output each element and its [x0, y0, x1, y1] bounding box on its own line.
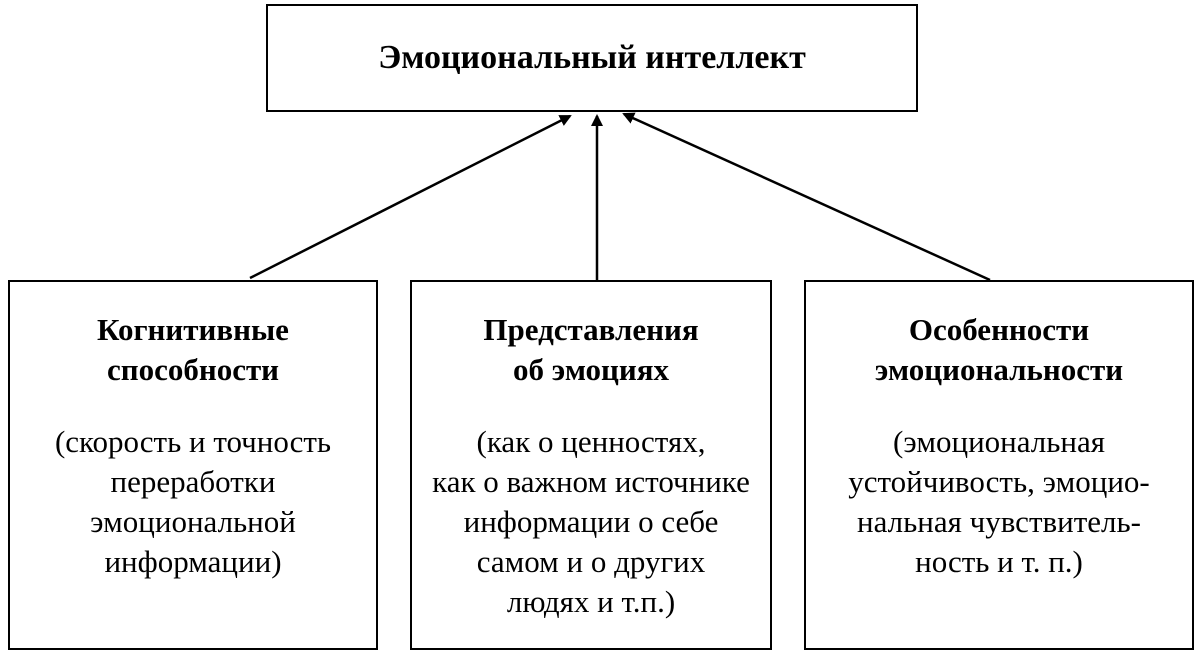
component-box-representations: Представления об эмоциях (как о ценностя…: [410, 280, 772, 650]
component-desc-line: людях и т.п.): [506, 584, 676, 619]
component-desc-line: информации о себе: [463, 504, 719, 539]
component-title: Особенности эмоциональности: [806, 310, 1192, 390]
component-description: (как о ценностях, как о важном источнике…: [412, 422, 770, 622]
component-desc-line: устойчивость, эмоцио-: [848, 464, 1150, 499]
arrow-left-to-root: [249, 114, 572, 280]
component-desc-line: как о важном источнике: [432, 464, 750, 499]
component-title-line: эмоциональности: [874, 352, 1124, 387]
component-box-cognitive: Когнитивные способности (скорость и точн…: [8, 280, 378, 650]
component-desc-line: (эмоциональная: [893, 424, 1105, 459]
root-node-title: Эмоциональный интеллект: [378, 39, 806, 76]
arrow-right-to-root: [622, 112, 991, 282]
root-node-box: Эмоциональный интеллект: [266, 4, 918, 112]
component-desc-line: (как о ценностях,: [476, 424, 706, 459]
component-title: Когнитивные способности: [10, 310, 376, 390]
component-title: Представления об эмоциях: [412, 310, 770, 390]
component-title-line: об эмоциях: [512, 352, 670, 387]
component-box-emotionality: Особенности эмоциональности (эмоциональн…: [804, 280, 1194, 650]
component-title-line: способности: [106, 352, 280, 387]
component-desc-line: эмоциональной: [90, 504, 296, 539]
component-desc-line: ность и т. п.): [915, 544, 1083, 579]
component-title-line: Когнитивные: [97, 312, 289, 347]
component-title-line: Особенности: [908, 312, 1090, 347]
component-title-line: Представления: [483, 312, 699, 347]
component-desc-line: информации): [104, 544, 282, 579]
component-description: (скорость и точность переработки эмоцион…: [10, 422, 376, 582]
component-desc-line: переработки: [110, 464, 276, 499]
component-desc-line: (скорость и точность: [54, 424, 332, 459]
component-desc-line: самом и о других: [476, 544, 706, 579]
component-description: (эмоциональная устойчивость, эмоцио- нал…: [806, 422, 1192, 582]
component-desc-line: нальная чувствитель-: [857, 504, 1141, 539]
